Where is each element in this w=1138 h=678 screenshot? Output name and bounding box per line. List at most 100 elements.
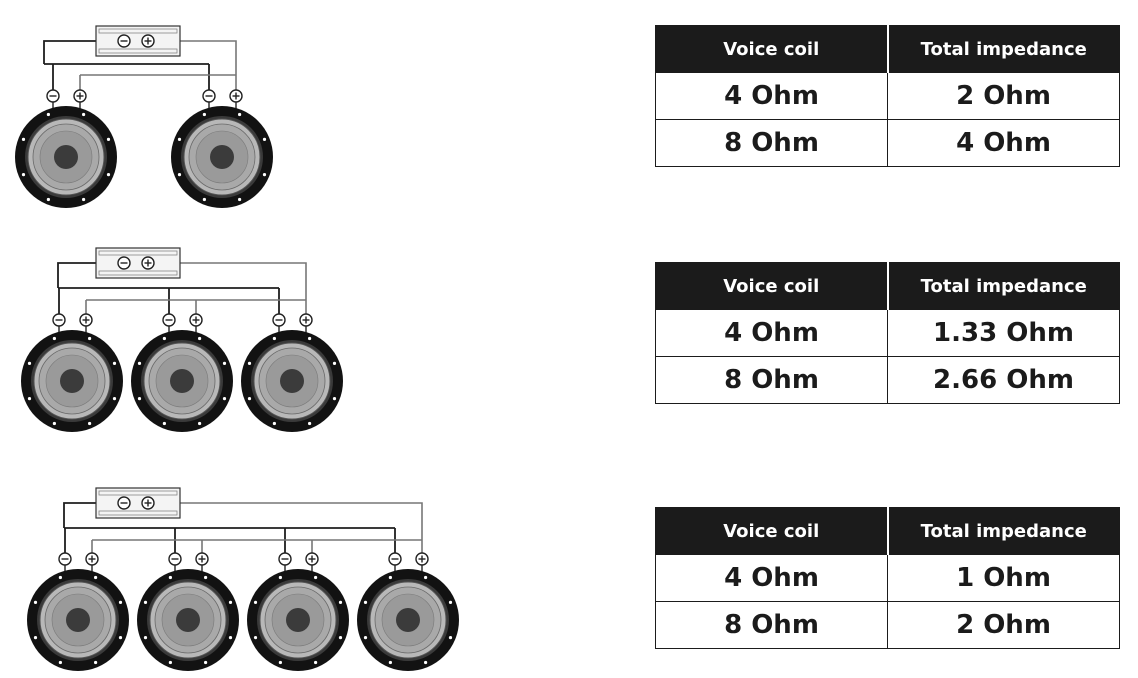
mount-hole — [202, 112, 206, 117]
mount-hole — [308, 336, 312, 341]
table-row: 4 Ohm 2 Ohm — [655, 72, 1120, 120]
mount-hole — [238, 197, 242, 202]
mount-hole — [308, 421, 312, 426]
table-header-row: Voice coil Total impedance — [655, 507, 1120, 555]
mount-hole — [253, 600, 258, 604]
minus-in-circle-icon — [117, 34, 131, 48]
mount-hole — [143, 636, 148, 640]
mount-hole — [21, 137, 26, 141]
voice-coil-header: Voice coil — [655, 262, 888, 310]
voice-coil-cell: 8 Ohm — [655, 601, 888, 649]
mount-hole — [228, 636, 233, 640]
table-row: 8 Ohm 4 Ohm — [655, 119, 1120, 167]
amplifier-fin — [98, 490, 178, 496]
speaker-icon — [21, 330, 123, 432]
total-impedance-cell: 2 Ohm — [887, 72, 1120, 120]
mount-hole — [314, 575, 318, 580]
mount-hole — [52, 336, 56, 341]
minus-in-circle-icon — [52, 313, 66, 327]
amplifier-fin — [98, 250, 178, 256]
minus-in-circle-icon — [46, 89, 60, 103]
mount-hole — [222, 361, 227, 365]
mount-hole — [424, 660, 428, 665]
plus-in-circle-icon — [305, 552, 319, 566]
amplifier-fin — [98, 48, 178, 54]
amplifier-fin — [98, 28, 178, 34]
mount-hole — [94, 660, 98, 665]
minus-in-circle-icon — [117, 256, 131, 270]
plus-in-circle-icon — [299, 313, 313, 327]
amplifier-body — [95, 25, 181, 57]
mount-hole — [253, 636, 258, 640]
speaker-icon — [131, 330, 233, 432]
mount-hole — [204, 575, 208, 580]
table-header-row: Voice coil Total impedance — [655, 262, 1120, 310]
total-impedance-cell: 4 Ohm — [887, 119, 1120, 167]
plus-in-circle-icon — [79, 313, 93, 327]
mount-hole — [198, 336, 202, 341]
amplifier-icon — [95, 25, 181, 57]
voice-coil-cell: 8 Ohm — [655, 119, 888, 167]
minus-in-circle-icon — [272, 313, 286, 327]
mount-hole — [88, 421, 92, 426]
mount-hole — [222, 397, 227, 401]
plus-in-circle-icon — [85, 552, 99, 566]
mount-hole — [94, 575, 98, 580]
minus-in-circle-icon — [168, 552, 182, 566]
mount-hole — [198, 421, 202, 426]
wiring-config-3-speakers — [52, 262, 313, 333]
mount-hole — [112, 397, 117, 401]
table-row: 4 Ohm 1.33 Ohm — [655, 309, 1120, 357]
mount-hole — [338, 636, 343, 640]
mount-hole — [162, 336, 166, 341]
mount-hole — [338, 600, 343, 604]
speaker-icon — [171, 106, 273, 208]
mount-hole — [388, 660, 392, 665]
minus-in-circle-icon — [202, 89, 216, 103]
amplifier-fin — [98, 510, 178, 516]
amplifier-fin — [98, 270, 178, 276]
mount-hole — [448, 600, 453, 604]
mount-hole — [106, 173, 111, 177]
total-impedance-header: Total impedance — [886, 262, 1120, 310]
voice-coil-cell: 8 Ohm — [655, 356, 888, 404]
mount-hole — [58, 575, 62, 580]
mount-hole — [278, 575, 282, 580]
amplifier-icon — [95, 487, 181, 519]
table-row: 8 Ohm 2.66 Ohm — [655, 356, 1120, 404]
wiring-config-4-speakers — [58, 502, 429, 572]
amplifier-icon — [95, 247, 181, 279]
mount-hole — [46, 112, 50, 117]
mount-hole — [27, 397, 32, 401]
speaker-icon — [247, 569, 349, 671]
speaker-dust-cap — [60, 369, 84, 393]
speaker-icon — [241, 330, 343, 432]
amplifier-body — [95, 487, 181, 519]
impedance-table-2-speakers: Voice coil Total impedance 4 Ohm 2 Ohm 8… — [655, 25, 1120, 167]
plus-in-circle-icon — [141, 496, 155, 510]
speaker-dust-cap — [286, 608, 310, 632]
table-header-row: Voice coil Total impedance — [655, 25, 1120, 73]
speaker-icon — [137, 569, 239, 671]
mount-hole — [177, 137, 182, 141]
mount-hole — [204, 660, 208, 665]
speaker-dust-cap — [176, 608, 200, 632]
mount-hole — [33, 600, 38, 604]
mount-hole — [262, 173, 267, 177]
amplifier-body — [95, 247, 181, 279]
total-impedance-cell: 2 Ohm — [887, 601, 1120, 649]
minus-in-circle-icon — [162, 313, 176, 327]
total-impedance-cell: 1 Ohm — [887, 554, 1120, 602]
plus-in-circle-icon — [141, 256, 155, 270]
total-impedance-header: Total impedance — [886, 25, 1120, 73]
mount-hole — [272, 336, 276, 341]
mount-hole — [363, 636, 368, 640]
mount-hole — [278, 660, 282, 665]
minus-in-circle-icon — [388, 552, 402, 566]
mount-hole — [21, 173, 26, 177]
impedance-table-3-speakers: Voice coil Total impedance 4 Ohm 1.33 Oh… — [655, 262, 1120, 404]
speaker-dust-cap — [210, 145, 234, 169]
mount-hole — [448, 636, 453, 640]
mount-hole — [424, 575, 428, 580]
mount-hole — [143, 600, 148, 604]
